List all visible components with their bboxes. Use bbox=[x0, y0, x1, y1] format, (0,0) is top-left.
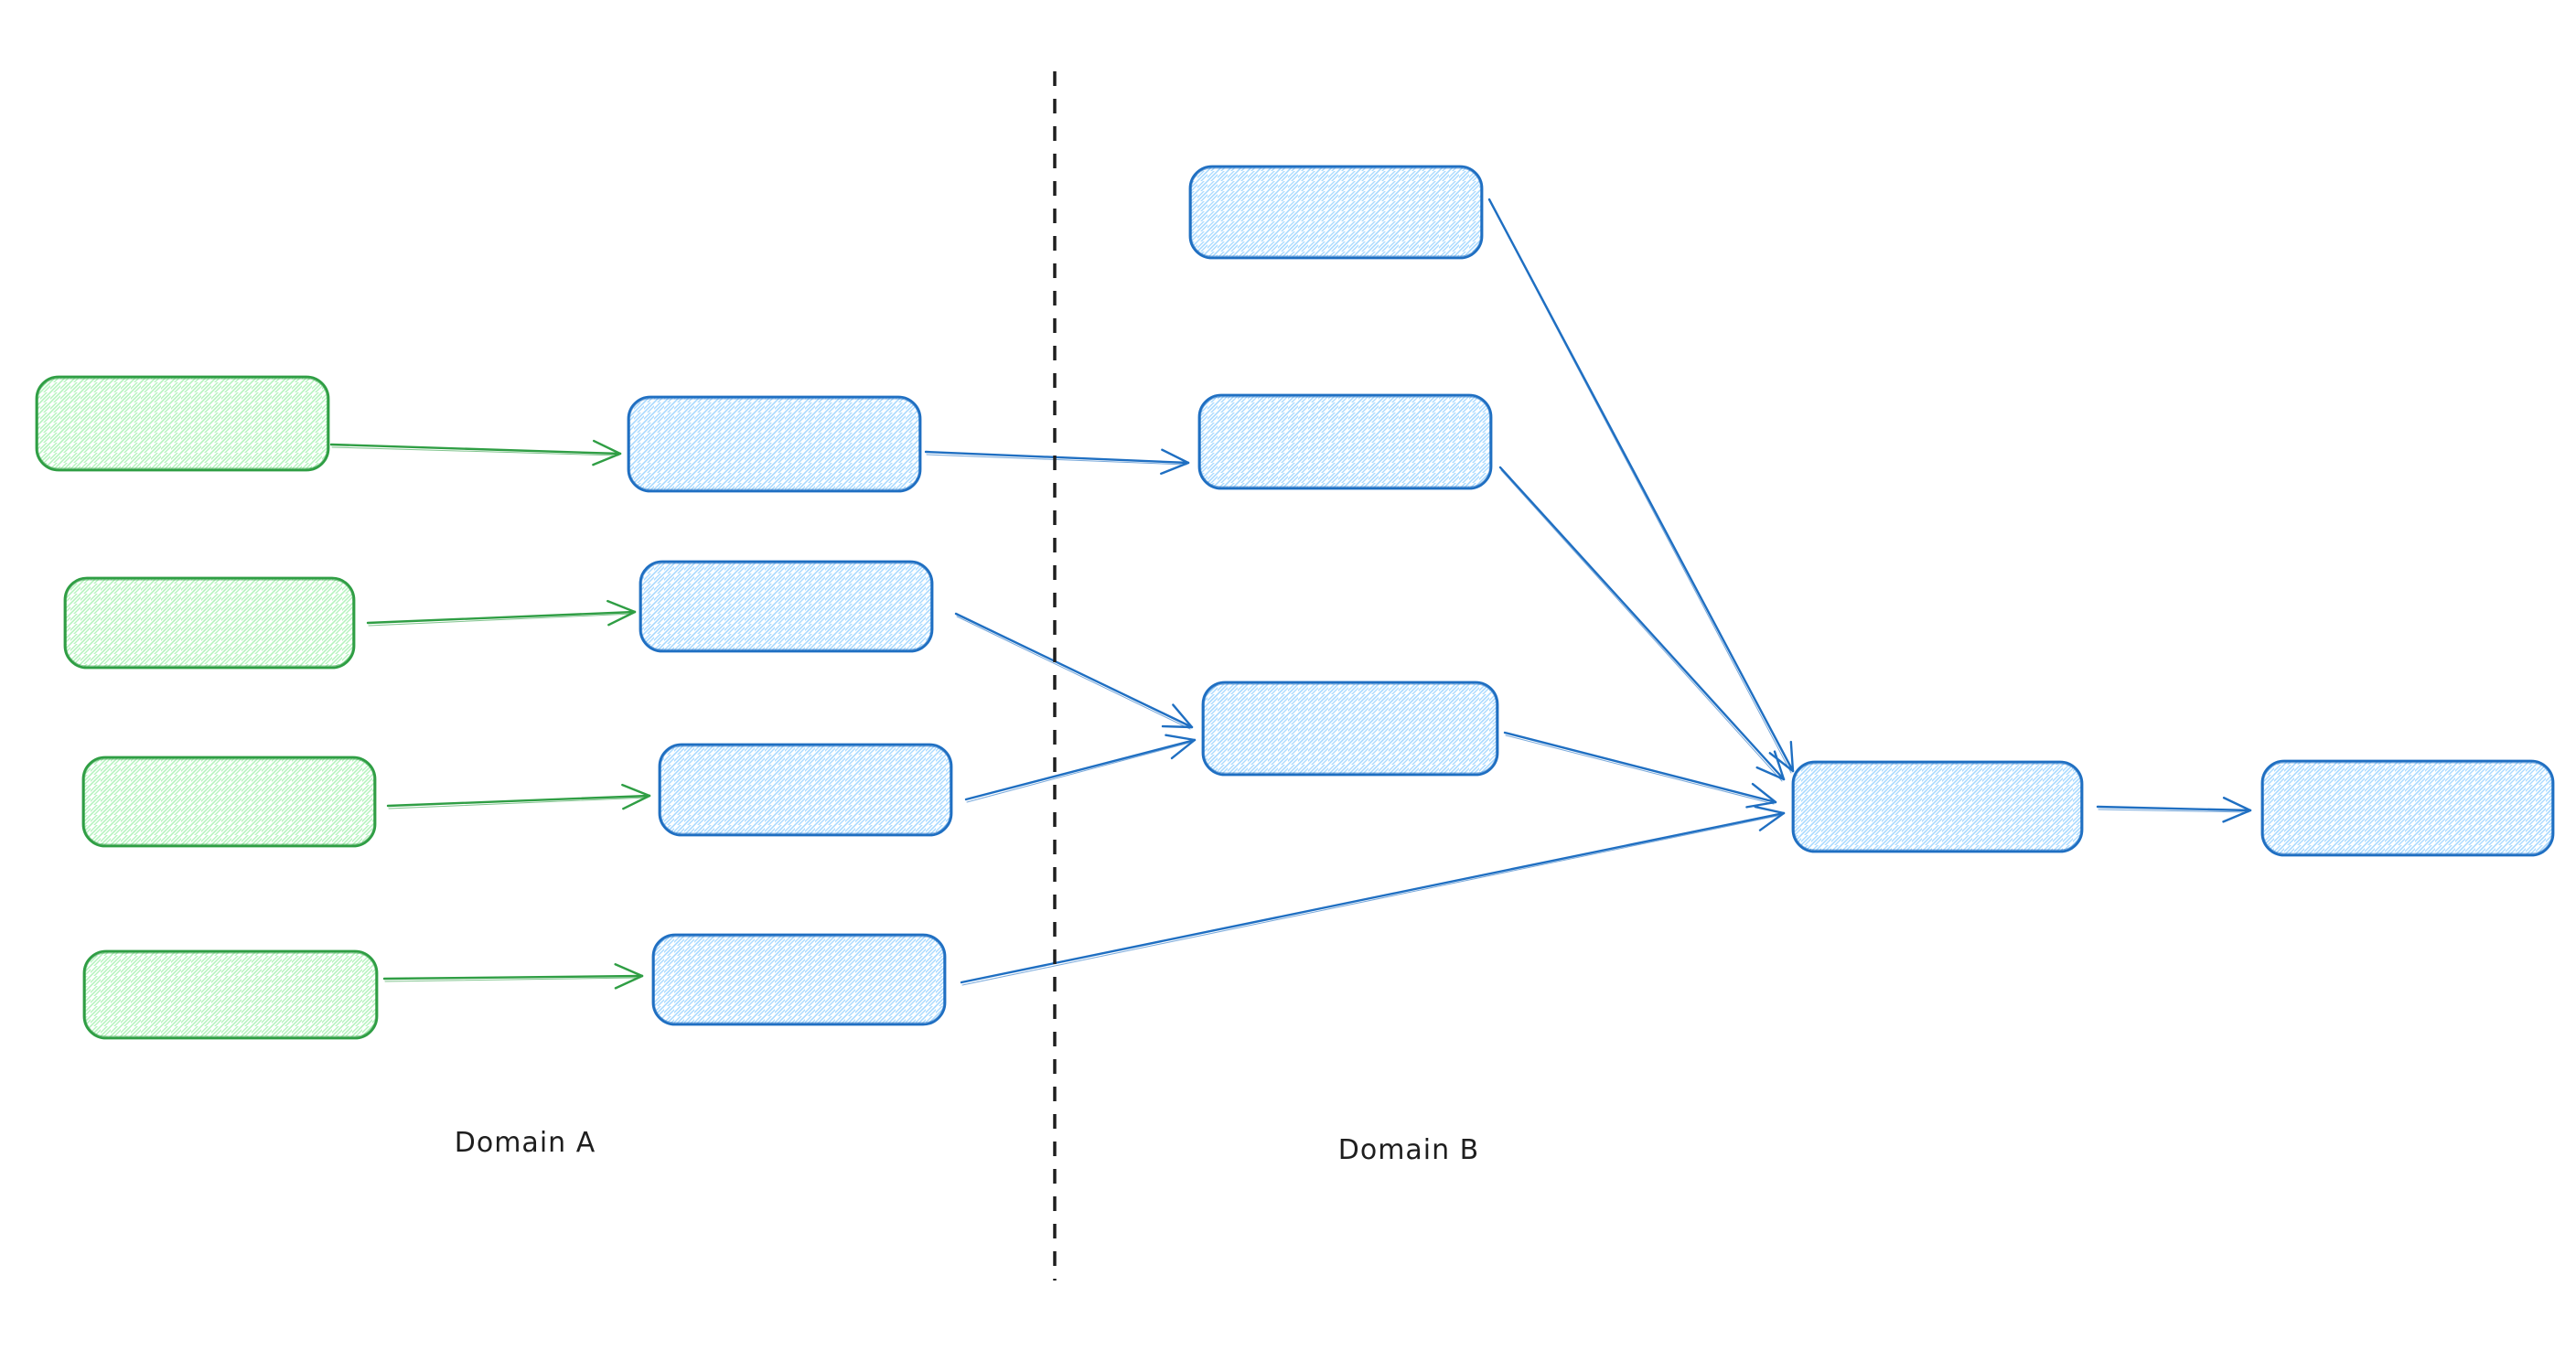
arrow-merge-output[interactable] bbox=[2096, 797, 2252, 823]
arrow-domainb2-merge[interactable] bbox=[1498, 466, 1786, 782]
node-blue-box-4[interactable] bbox=[651, 933, 947, 1026]
arrow-domainb1-merge[interactable] bbox=[1487, 198, 1795, 774]
arrow-blue3-domainb3[interactable] bbox=[964, 734, 1197, 803]
node-domainb-box-2[interactable] bbox=[1197, 393, 1493, 490]
node-domainb-box-1[interactable] bbox=[1188, 165, 1484, 260]
node-green-box-3[interactable] bbox=[81, 756, 377, 848]
node-green-box-4[interactable] bbox=[82, 949, 379, 1040]
arrow-blue2-domainb3[interactable] bbox=[954, 612, 1194, 730]
node-output-box[interactable] bbox=[2260, 759, 2555, 857]
arrow-green1-blue1[interactable] bbox=[329, 439, 622, 466]
nodes-layer bbox=[35, 165, 2555, 1040]
arrow-green4-blue4[interactable] bbox=[382, 963, 644, 990]
arrow-blue1-domainb2[interactable] bbox=[924, 448, 1190, 476]
domain-b-label[interactable]: Domain B bbox=[1337, 1134, 1480, 1166]
arrow-blue4-merge[interactable] bbox=[960, 805, 1786, 986]
node-blue-box-2[interactable] bbox=[639, 560, 934, 653]
arrow-green3-blue3[interactable] bbox=[386, 783, 651, 810]
arrow-green2-blue2[interactable] bbox=[366, 599, 637, 627]
arrow-domainb3-merge[interactable] bbox=[1503, 731, 1777, 809]
domain-a-label[interactable]: Domain A bbox=[454, 1127, 596, 1159]
node-green-box-2[interactable] bbox=[63, 576, 356, 670]
node-blue-box-1[interactable] bbox=[627, 395, 922, 493]
edges-layer bbox=[329, 198, 2252, 990]
node-blue-box-3[interactable] bbox=[658, 743, 953, 837]
node-merge-box[interactable] bbox=[1791, 760, 2084, 853]
node-domainb-box-3[interactable] bbox=[1201, 681, 1499, 777]
node-green-box-1[interactable] bbox=[35, 375, 330, 472]
